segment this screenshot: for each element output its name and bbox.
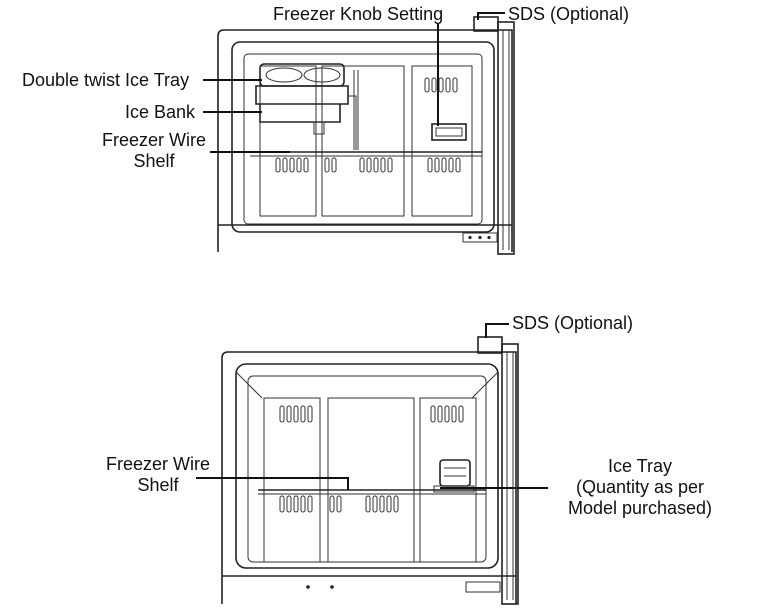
freezer-wire-shelf-label-bottom: Freezer Wire Shelf bbox=[102, 454, 214, 496]
sds-optional-label-bottom: SDS (Optional) bbox=[512, 313, 634, 333]
freezer-knob-setting-label: Freezer Knob Setting bbox=[273, 4, 444, 24]
ice-tray-label: Ice Tray (Quantity as per Model purchase… bbox=[552, 456, 728, 519]
ice-tray-line2: (Quantity as per bbox=[575, 477, 705, 497]
ice-bank-label: Ice Bank bbox=[125, 102, 196, 122]
bottom-freezer-illustration bbox=[196, 323, 548, 605]
freezer-wire-shelf-line2: Shelf bbox=[133, 151, 175, 171]
ice-tray-line3: Model purchased) bbox=[567, 498, 713, 518]
freezer-wire-shelf-line1: Freezer Wire bbox=[105, 454, 210, 474]
freezer-wire-shelf-label-top: Freezer Wire Shelf bbox=[98, 130, 210, 172]
sds-optional-label-top: SDS (Optional) bbox=[508, 4, 630, 24]
ice-tray-line1: Ice Tray bbox=[607, 456, 673, 476]
double-twist-ice-tray-label: Double twist Ice Tray bbox=[22, 70, 190, 90]
freezer-wire-shelf-line1: Freezer Wire bbox=[101, 130, 206, 150]
top-freezer-illustration bbox=[203, 12, 515, 255]
freezer-wire-shelf-line2: Shelf bbox=[137, 475, 179, 495]
